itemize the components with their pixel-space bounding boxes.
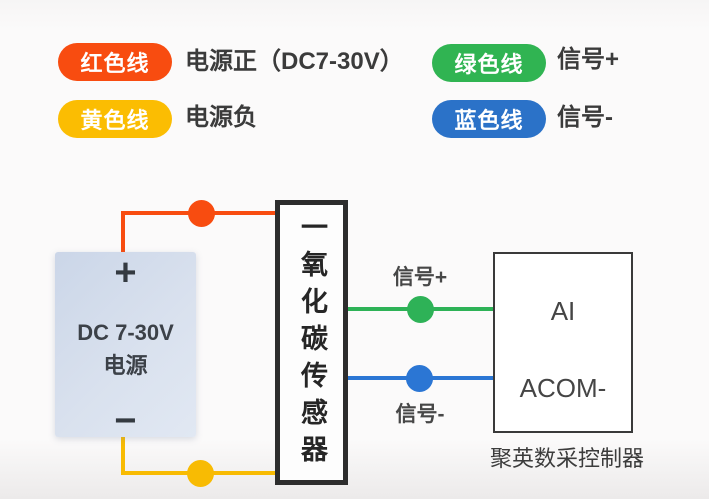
controller-box: AI ACOM- [493, 252, 633, 433]
blue-wire-junction-dot-icon [406, 365, 433, 392]
legend-desc-signal-plus: 信号+ [557, 46, 620, 73]
signal-minus-wire-label: 信号- [395, 403, 445, 426]
red-wire-vertical [121, 211, 125, 256]
power-supply-box: + DC 7-30V 电源 − [55, 252, 196, 442]
signal-plus-wire-label: 信号+ [392, 266, 448, 289]
legend-pill-yellow-wire: 黄色线 [58, 100, 172, 138]
controller-port-ai: AI [550, 296, 576, 326]
controller-caption: 聚英数采控制器 [489, 446, 644, 471]
legend-desc-power-positive: 电源正（DC7-30V） [185, 48, 404, 75]
co-sensor-label: 一氧化碳传感器 [297, 213, 327, 472]
power-minus-terminal: − [114, 400, 137, 442]
legend-pill-green-label: 绿色线 [454, 52, 524, 77]
legend-pill-blue-label: 蓝色线 [454, 108, 524, 133]
legend-pill-green-wire: 绿色线 [432, 44, 546, 82]
power-supply-name-label: 电源 [103, 353, 148, 378]
legend-desc-power-negative: 电源负 [185, 104, 257, 131]
legend-desc-signal-minus: 信号- [557, 104, 613, 131]
legend-pill-red-wire: 红色线 [58, 43, 172, 81]
legend-pill-red-label: 红色线 [80, 51, 150, 76]
legend-pill-blue-wire: 蓝色线 [432, 100, 546, 138]
legend-pill-yellow-label: 黄色线 [80, 108, 150, 133]
green-wire-junction-dot-icon [407, 296, 434, 323]
yellow-wire-junction-dot-icon [187, 460, 214, 487]
co-sensor-box: 一氧化碳传感器 [275, 200, 348, 485]
power-supply-voltage-label: DC 7-30V [77, 320, 174, 345]
red-wire-junction-dot-icon [188, 200, 215, 227]
power-plus-terminal: + [114, 252, 137, 294]
yellow-wire-vertical [121, 435, 125, 475]
controller-port-acom: ACOM- [519, 373, 607, 403]
